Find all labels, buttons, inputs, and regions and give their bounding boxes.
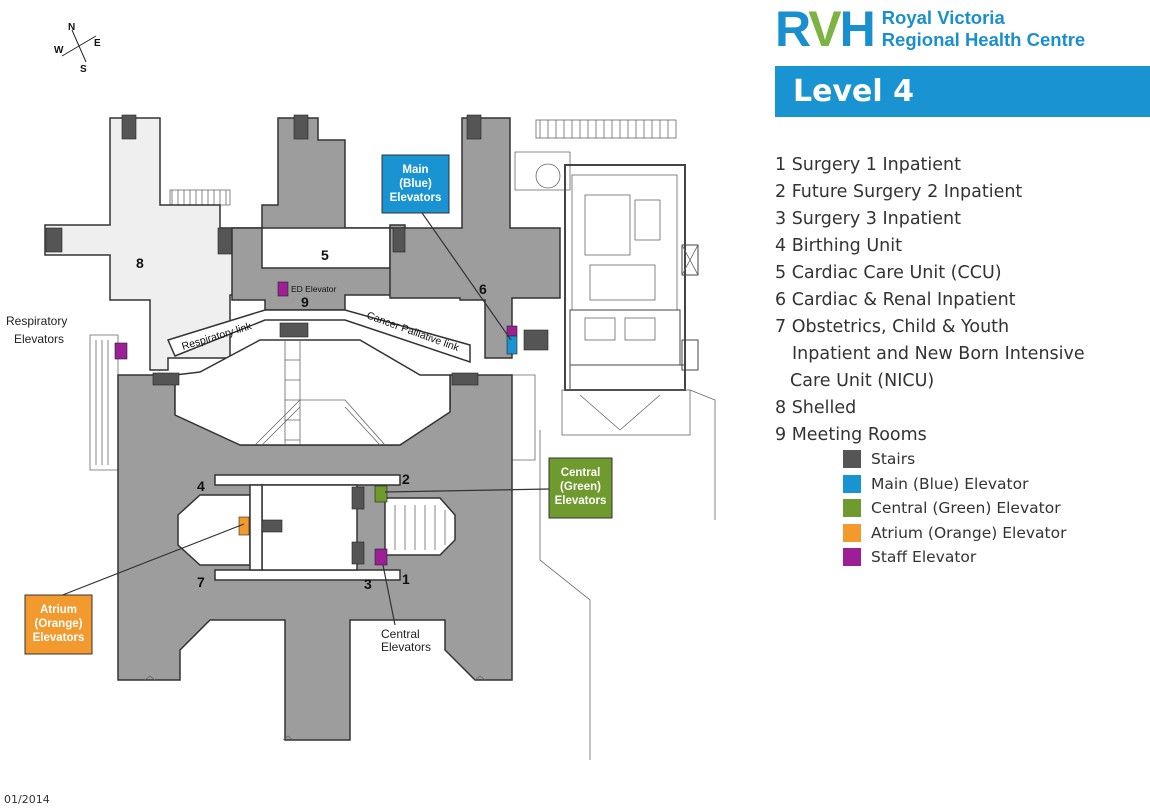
unit-list-item: 3 Surgery 3 Inpatient [775, 209, 961, 229]
compass-n: N [68, 22, 75, 33]
zone-number-7: 7 [197, 574, 205, 590]
compass-icon: N E W S [54, 22, 101, 75]
respiratory-elevators-label-line1: Respiratory [6, 314, 67, 328]
annex-building [561, 164, 699, 436]
zone-number-3: 3 [364, 576, 372, 592]
stairs-icon [351, 486, 365, 510]
central-core-hall-divider [249, 484, 263, 571]
svg-text:Elevators: Elevators [390, 192, 442, 204]
organization-name-line2: Regional Health Centre [881, 29, 1086, 50]
zone-number-2: 2 [402, 471, 410, 487]
svg-text:Central: Central [561, 467, 601, 479]
compass-s: S [80, 64, 87, 75]
unit-list-item: 6 Cardiac & Renal Inpatient [775, 290, 1016, 310]
main-elevator-icon [506, 335, 518, 355]
atrium-void [174, 339, 451, 446]
svg-text:Elevators: Elevators [33, 632, 85, 644]
organization-name-line1: Royal Victoria [881, 7, 1005, 28]
logo-mark: RVH [775, 1, 876, 57]
zone-number-1: 1 [402, 571, 410, 587]
stairs-swatch-icon [843, 450, 861, 469]
atrium-elevator-swatch-icon [843, 523, 861, 542]
legend-item: Central (Green) Elevator [843, 496, 1066, 521]
central-stair-core [384, 497, 456, 556]
unit-list: 1 Surgery 1 Inpatient 2 Future Surgery 2… [775, 152, 1085, 449]
floor-plan-map: N E W S [6, 22, 716, 760]
stairs-icon [121, 114, 137, 140]
svg-text:Main: Main [402, 164, 428, 176]
map-legend: Stairs Main (Blue) Elevator Central (Gre… [843, 447, 1066, 570]
staff-elevator-swatch-icon [843, 548, 861, 567]
corridor-north [214, 474, 401, 486]
svg-text:Atrium: Atrium [40, 604, 77, 616]
zone-number-5: 5 [321, 247, 329, 263]
wing-8-shelled [44, 117, 263, 371]
zone-number-6: 6 [479, 281, 487, 297]
stairs-icon [293, 114, 309, 140]
main-elevator-swatch-icon [843, 474, 861, 493]
legend-item: Staff Elevator [843, 545, 1066, 570]
revision-date: 01/2014 [4, 793, 50, 806]
unit-list-item: 2 Future Surgery 2 Inpatient [775, 182, 1023, 202]
compass-w: W [54, 45, 64, 56]
ed-elevator-icon [277, 281, 289, 297]
stairs-icon [261, 519, 283, 533]
stairs-icon [466, 114, 482, 140]
staff-elevator-icon [114, 342, 128, 360]
staff-elevator-icon [374, 548, 388, 566]
staff-elevator-icon [506, 325, 518, 337]
central-elevator-swatch-icon [843, 499, 861, 518]
unit-list-item: 7 Obstetrics, Child & Youth Inpatient an… [775, 317, 1085, 391]
wing-5-ccu [231, 117, 406, 311]
stairs-icon [279, 322, 309, 338]
zone-number-9: 9 [301, 294, 309, 310]
ed-elevator-label: ED Elevator [291, 284, 337, 294]
corridor-south [214, 569, 401, 581]
unit-list-item: 9 Meeting Rooms [775, 425, 927, 445]
legend-item: Stairs [843, 447, 1066, 472]
site-outline [89, 119, 716, 760]
compass-e: E [94, 38, 101, 49]
respiratory-link-corridor [166, 309, 471, 364]
unit-list-item: 5 Cardiac Care Unit (CCU) [775, 263, 1002, 283]
organization-name: Royal Victoria Regional Health Centre [882, 7, 1086, 51]
svg-text:(Blue): (Blue) [399, 178, 432, 190]
stairs-icon [45, 227, 63, 253]
central-elevators-label-line2: Elevators [381, 640, 431, 654]
wing-6-cardiac-renal [389, 117, 561, 359]
stairs-icon [351, 541, 365, 565]
unit-list-item: 1 Surgery 1 Inpatient [775, 155, 961, 175]
legend-item: Main (Blue) Elevator [843, 472, 1066, 497]
unit-list-item: 4 Birthing Unit [775, 236, 902, 256]
zone-number-4: 4 [197, 478, 205, 494]
unit-list-item: 8 Shelled [775, 398, 857, 418]
svg-text:Elevators: Elevators [555, 495, 607, 507]
respiratory-elevators-label-line2: Elevators [14, 332, 64, 346]
level-title: Level 4 [775, 66, 1150, 117]
rvh-logo: RVH Royal Victoria Regional Health Centr… [775, 4, 1085, 54]
central-elevators-label-line1: Central [381, 627, 420, 641]
svg-text:(Green): (Green) [560, 481, 601, 493]
main-elevators-callout: Main (Blue) Elevators [381, 154, 450, 214]
stairs-icon [523, 329, 549, 351]
stairs-icon [152, 372, 180, 386]
zone-number-8: 8 [136, 255, 144, 271]
central-elevator-icon [374, 485, 388, 503]
stairs-icon [451, 372, 479, 386]
legend-item: Atrium (Orange) Elevator [843, 521, 1066, 546]
central-elevators-callout: Central (Green) Elevators [548, 457, 613, 519]
stairs-icon [217, 227, 233, 255]
wing-5-courtyard [261, 227, 391, 269]
atrium-elevators-callout: Atrium (Orange) Elevators [24, 594, 93, 655]
stairs-icon [392, 227, 406, 253]
svg-text:(Orange): (Orange) [35, 618, 83, 630]
